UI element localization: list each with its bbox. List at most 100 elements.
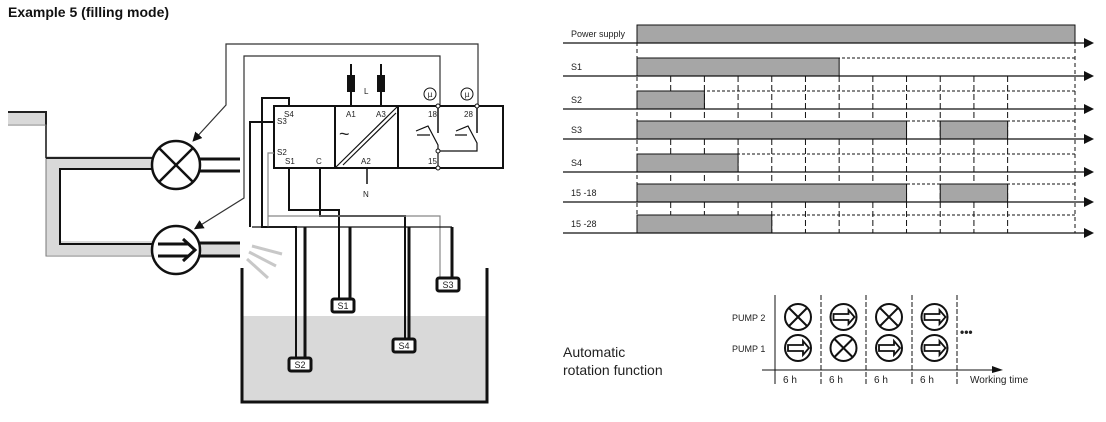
micro-symbol: µ [428, 90, 433, 99]
axis-arrow-icon [1084, 228, 1094, 238]
ac-symbol: ~ [339, 124, 350, 144]
svg-text:S3: S3 [442, 280, 453, 290]
signal-label: 15 -28 [571, 219, 597, 229]
arrow-glyph [878, 338, 902, 358]
rotation-label: Automatic rotation function [563, 343, 663, 379]
terminal-18: 18 [428, 110, 437, 119]
terminal-s3: S3 [277, 117, 287, 126]
pump-running-icon [920, 303, 949, 331]
signal-on-bar [939, 120, 1009, 140]
signal-label: S2 [571, 95, 582, 105]
terminal-a3: A3 [376, 110, 386, 119]
level-relay: ~ µ µ S4 S3 S2 S1 C A1 A3 A2 18 28 15 L [273, 64, 504, 199]
axis-arrow-icon [1084, 104, 1094, 114]
pump-running-icon [920, 334, 949, 362]
terminal-a2: A2 [361, 157, 371, 166]
probe-wires [249, 97, 454, 357]
terminal-28: 28 [464, 110, 473, 119]
axis-arrow-icon [1084, 167, 1094, 177]
rotation-label-line2: rotation function [563, 362, 663, 378]
continuation-dots: ••• [960, 325, 973, 339]
pump-circle [875, 303, 903, 331]
signal-label: 15 -18 [571, 188, 597, 198]
time-axis-arrow-icon [992, 366, 1003, 373]
probe-s3: S3 [435, 276, 461, 293]
arrow-glyph [787, 338, 811, 358]
terminal-s1: S1 [285, 157, 295, 166]
pipe-network [8, 111, 240, 258]
pump-circle [829, 303, 858, 331]
cross-line [788, 307, 808, 327]
terminal-c: C [316, 157, 322, 166]
rotation-label-line1: Automatic [563, 344, 626, 360]
axis-label-working-time: Working time [970, 375, 1029, 386]
control-wires [192, 43, 479, 230]
axis-arrow-icon [1084, 38, 1094, 48]
arrow-glyph [923, 338, 947, 358]
svg-text:S4: S4 [398, 341, 409, 351]
period-label: 6 h [874, 375, 888, 386]
signal-on-bar [636, 90, 705, 110]
period-label: 6 h [783, 375, 797, 386]
terminal-15: 15 [428, 157, 437, 166]
period-label: 6 h [920, 375, 934, 386]
water-spray-icon [245, 244, 283, 280]
cross-line [833, 338, 854, 358]
row-label-pump1: PUMP 1 [732, 344, 765, 354]
probe-s2: S2 [287, 356, 313, 373]
period-label: 6 h [829, 375, 843, 386]
cross-line [879, 307, 899, 327]
signal-label: S3 [571, 125, 582, 135]
pump-stopped-icon [875, 303, 903, 331]
pump-stopped-icon [784, 303, 812, 331]
wiring-diagram: ~ µ µ S4 S3 S2 S1 C A1 A3 A2 18 28 15 L [8, 43, 504, 404]
svg-text:S2: S2 [294, 360, 305, 370]
pump-stopped-icon [829, 334, 858, 362]
tank [240, 268, 489, 404]
pump-icon [150, 224, 202, 276]
terminal-s4: S4 [284, 110, 294, 119]
cross-line [788, 307, 808, 327]
timing-grid [636, 28, 1076, 233]
terminal-a1: A1 [346, 110, 356, 119]
axis-arrow-icon [1084, 71, 1094, 81]
pump-circle [784, 334, 812, 362]
axis-arrow-icon [1084, 197, 1094, 207]
pump-circle [784, 303, 812, 331]
neutral-label: N [363, 190, 369, 199]
pump-circle [920, 334, 949, 362]
supply-line-label: L [364, 87, 369, 96]
cross-line [833, 338, 854, 358]
signal-on-bar [636, 57, 840, 77]
rotation-grid: 6 h 6 h 6 h 6 h [762, 295, 1003, 386]
row-label-pump2: PUMP 2 [732, 313, 765, 323]
axis-arrow-icon [1084, 134, 1094, 144]
signal-label: S1 [571, 62, 582, 72]
signal-on-bar [939, 183, 1009, 203]
signal-label: Power supply [571, 29, 626, 39]
svg-text:S1: S1 [337, 301, 348, 311]
arrow-glyph [832, 307, 856, 327]
signal-label: S4 [571, 158, 582, 168]
pump-circle [920, 303, 949, 331]
rotation-cells [784, 303, 949, 362]
pump-running-icon [829, 303, 858, 331]
arrow-glyph [923, 307, 947, 327]
pump-circle [875, 334, 903, 362]
signal-on-bar [636, 120, 908, 140]
signal-on-bar [636, 183, 908, 203]
probe-s4: S4 [391, 337, 417, 354]
pump-circle [829, 334, 858, 362]
signal-on-bar [636, 24, 1076, 44]
signal-on-bar [636, 153, 739, 173]
pump-running-icon [784, 334, 812, 362]
cross-line [879, 307, 899, 327]
probe-s1: S1 [330, 297, 356, 314]
valve-icon [150, 139, 202, 191]
page-title: Example 5 (filling mode) [8, 4, 170, 20]
pump-running-icon [875, 334, 903, 362]
micro-symbol: µ [465, 90, 470, 99]
terminal-s2: S2 [277, 148, 287, 157]
signal-on-bar [636, 214, 773, 234]
